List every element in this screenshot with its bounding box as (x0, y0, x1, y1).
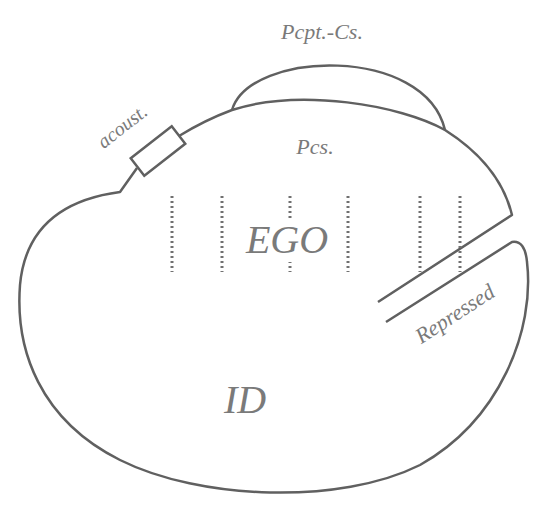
perception-cap: Pcpt.-Cs. (200, 0, 465, 135)
region-label: Pcpt.-Cs. (281, 21, 363, 43)
region-label: Repressed (411, 280, 498, 347)
outline-line (19, 168, 528, 493)
region-label: Pcs. (296, 136, 333, 158)
dotted-divider (347, 196, 350, 272)
region-label: ID (224, 380, 266, 420)
region-label: EGO (242, 218, 332, 262)
outline-line (179, 100, 512, 302)
dotted-divider (459, 196, 462, 272)
outline-line (232, 65, 445, 130)
dotted-divider (171, 196, 174, 272)
dotted-divider (419, 196, 422, 272)
region-label: acoust. (93, 101, 150, 152)
acoustic-cap-rect (131, 126, 186, 175)
dotted-divider (221, 196, 224, 272)
acoustic-box: acoust. (95, 100, 195, 185)
